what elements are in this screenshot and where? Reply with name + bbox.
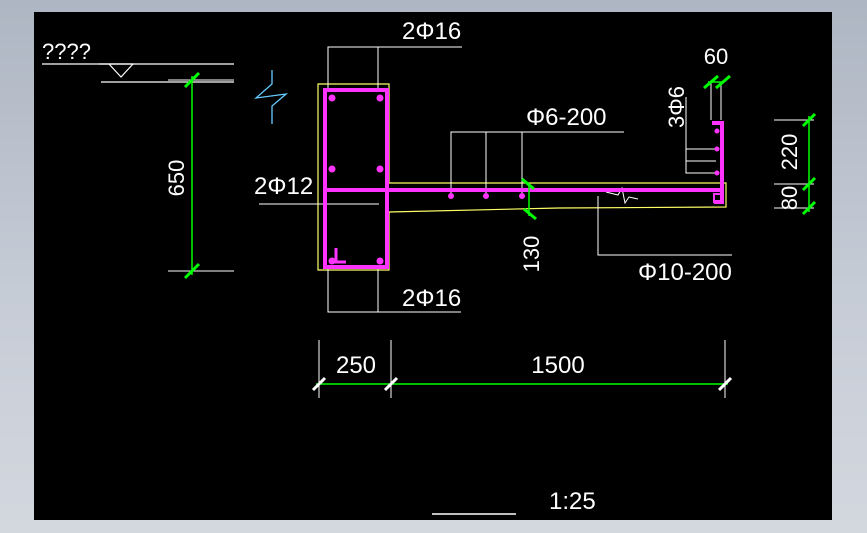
stirrup-hook: [334, 248, 346, 264]
dim-slab-thickness-text: 130: [519, 236, 544, 273]
level-marker-label: ????: [42, 39, 91, 64]
label-top-bars: 2Φ16: [402, 18, 461, 45]
break-line-icon: [253, 70, 289, 124]
dim-edge-bottom-text: 80: [777, 186, 802, 210]
level-marker: ????: [42, 39, 234, 83]
dim-tick-top: [183, 71, 201, 89]
label-edge-bars: 3Φ6: [664, 86, 689, 128]
leader-lines: [259, 46, 732, 313]
scale-label: 1:25: [549, 488, 596, 515]
dim-slab-span-text: 1500: [531, 352, 584, 379]
label-slab-main: Φ10-200: [638, 259, 732, 286]
dim-horizontal: 250 1500: [311, 340, 733, 398]
cad-viewport: ???? 650: [34, 12, 832, 520]
edge-bottom-bar: [713, 193, 723, 203]
level-triangle-icon: [108, 63, 134, 78]
dim-beam-width-text: 250: [336, 352, 376, 379]
dim-edge-upturn-text: 220: [777, 134, 802, 171]
dim-beam-height-text: 650: [164, 160, 189, 197]
label-slab-distribution: Φ6-200: [526, 104, 607, 131]
label-middle-bars: 2Φ12: [254, 173, 313, 200]
dim-edge-width: 60: [703, 44, 731, 120]
rebar-cage: [323, 88, 724, 269]
beam-stirrup: [323, 88, 389, 269]
dim-edge-heights: 220 80: [774, 112, 817, 216]
section-drawing: ???? 650: [42, 18, 817, 515]
dim-slab-thickness: 130: [519, 177, 544, 273]
label-bottom-bars: 2Φ16: [402, 285, 461, 312]
dim-tick-bottom: [183, 262, 201, 280]
dim-edge-width-text: 60: [704, 44, 728, 69]
slab-break-icon: [605, 186, 639, 205]
dim-beam-height: 650: [164, 71, 234, 280]
